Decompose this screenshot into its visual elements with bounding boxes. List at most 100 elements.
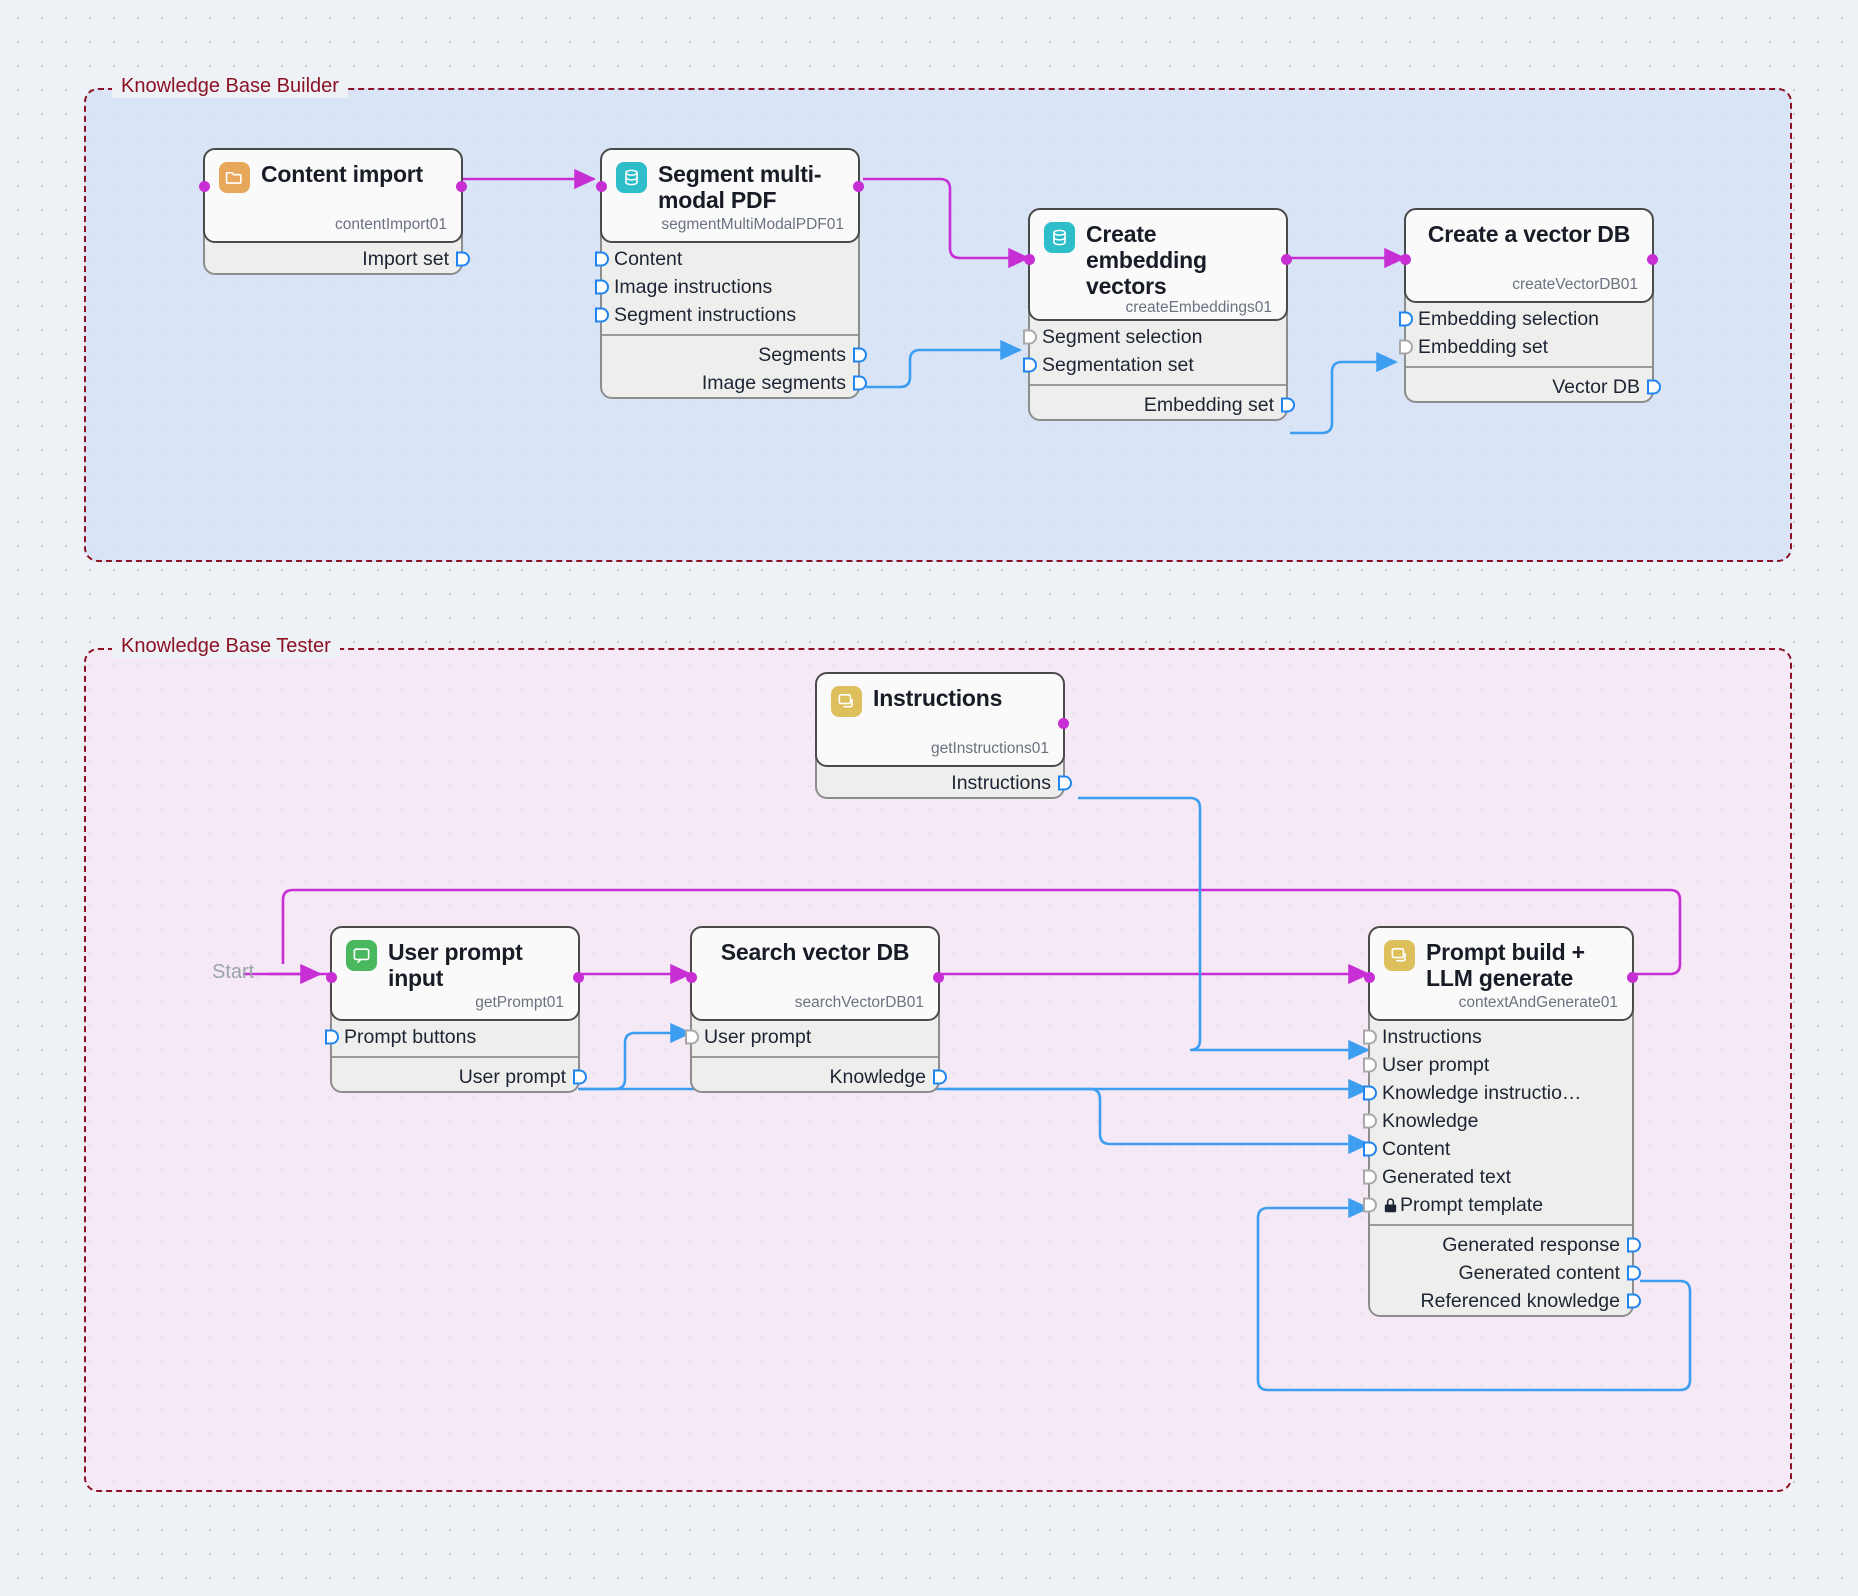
node-user-prompt-input[interactable]: User prompt input getPrompt01 Prompt but… bbox=[325, 926, 587, 1093]
node-create-embedding-vectors[interactable]: Create embedding vectors createEmbedding… bbox=[1023, 208, 1295, 421]
port-label: User prompt bbox=[704, 1025, 812, 1048]
flow-output-dot[interactable] bbox=[573, 972, 584, 983]
port-in-segment-selection[interactable]: Segment selection bbox=[1023, 323, 1286, 351]
node-header[interactable]: Create a vector DB createVectorDB01 bbox=[1400, 208, 1658, 303]
port-pin-icon[interactable] bbox=[569, 1067, 589, 1087]
port-label: Knowledge bbox=[829, 1065, 927, 1088]
node-header[interactable]: Prompt build + LLM generate contextAndGe… bbox=[1364, 926, 1638, 1021]
port-pin-icon[interactable] bbox=[321, 1027, 341, 1047]
port-pin-icon[interactable] bbox=[1623, 1291, 1643, 1311]
port-pin-icon[interactable] bbox=[1623, 1235, 1643, 1255]
port-pin-icon[interactable] bbox=[1277, 395, 1297, 415]
port-pin-icon[interactable] bbox=[452, 249, 472, 269]
port-in-user-prompt[interactable]: User prompt bbox=[685, 1023, 938, 1051]
port-in-prompt-buttons[interactable]: Prompt buttons bbox=[325, 1023, 578, 1051]
port-pin-icon[interactable] bbox=[1395, 309, 1415, 329]
port-in-prompt-template[interactable]: Prompt template bbox=[1363, 1191, 1632, 1219]
port-label: Knowledge instructio… bbox=[1382, 1081, 1582, 1104]
node-header[interactable]: Search vector DB searchVectorDB01 bbox=[686, 926, 944, 1021]
flow-output-dot[interactable] bbox=[933, 972, 944, 983]
port-in-generated-text[interactable]: Generated text bbox=[1363, 1163, 1632, 1191]
port-in-content[interactable]: Content bbox=[1363, 1135, 1632, 1163]
port-pin-icon[interactable] bbox=[1019, 355, 1039, 375]
node-ports: User prompt Knowledge bbox=[685, 1009, 947, 1093]
port-out-import-set[interactable]: Import set bbox=[205, 245, 470, 273]
node-header[interactable]: Create embedding vectors createEmbedding… bbox=[1024, 208, 1292, 321]
node-id: contextAndGenerate01 bbox=[1458, 993, 1618, 1011]
port-in-embedding-selection[interactable]: Embedding selection bbox=[1399, 305, 1652, 333]
node-header[interactable]: User prompt input getPrompt01 bbox=[326, 926, 584, 1021]
node-prompt-build-llm-generate[interactable]: Prompt build + LLM generate contextAndGe… bbox=[1363, 926, 1641, 1317]
flow-output-dot[interactable] bbox=[853, 181, 864, 192]
port-pin-icon[interactable] bbox=[849, 345, 869, 365]
port-label: Segments bbox=[758, 343, 846, 366]
port-label: Content bbox=[614, 247, 683, 270]
port-out-knowledge[interactable]: Knowledge bbox=[692, 1063, 947, 1091]
node-id: segmentMultiModalPDF01 bbox=[661, 215, 844, 233]
chat-icon bbox=[831, 686, 862, 717]
port-out-embedding-set[interactable]: Embedding set bbox=[1030, 391, 1295, 419]
port-pin-icon[interactable] bbox=[849, 373, 869, 393]
port-out-instructions[interactable]: Instructions bbox=[817, 769, 1072, 797]
port-pin-icon[interactable] bbox=[929, 1067, 949, 1087]
port-pin-icon[interactable] bbox=[591, 305, 611, 325]
flow-output-dot[interactable] bbox=[1058, 718, 1069, 729]
port-pin-icon[interactable] bbox=[1359, 1083, 1379, 1103]
port-pin-icon[interactable] bbox=[1395, 337, 1415, 357]
port-pin-icon[interactable] bbox=[1359, 1111, 1379, 1131]
port-pin-icon[interactable] bbox=[1054, 773, 1074, 793]
port-pin-icon[interactable] bbox=[1359, 1027, 1379, 1047]
port-pin-icon[interactable] bbox=[591, 277, 611, 297]
port-pin-icon[interactable] bbox=[1643, 377, 1663, 397]
flow-output-dot[interactable] bbox=[1281, 254, 1292, 265]
flow-input-dot[interactable] bbox=[686, 972, 697, 983]
port-pin-icon[interactable] bbox=[1623, 1263, 1643, 1283]
port-divider bbox=[1030, 384, 1286, 386]
port-in-segment-instructions[interactable]: Segment instructions bbox=[595, 301, 858, 329]
port-pin-icon[interactable] bbox=[1359, 1195, 1379, 1215]
port-in-image-instructions[interactable]: Image instructions bbox=[595, 273, 858, 301]
port-out-user-prompt[interactable]: User prompt bbox=[332, 1063, 587, 1091]
port-in-instructions[interactable]: Instructions bbox=[1363, 1023, 1632, 1051]
port-in-embedding-set[interactable]: Embedding set bbox=[1399, 333, 1652, 361]
flow-input-dot[interactable] bbox=[596, 181, 607, 192]
node-create-vector-db[interactable]: Create a vector DB createVectorDB01 Embe… bbox=[1399, 208, 1661, 403]
port-in-user-prompt[interactable]: User prompt bbox=[1363, 1051, 1632, 1079]
flow-input-dot[interactable] bbox=[1400, 254, 1411, 265]
flow-output-dot[interactable] bbox=[456, 181, 467, 192]
port-label: Knowledge bbox=[1382, 1109, 1479, 1132]
port-label: Vector DB bbox=[1552, 375, 1640, 398]
node-header[interactable]: Instructions getInstructions01 bbox=[815, 672, 1069, 767]
port-pin-icon[interactable] bbox=[1359, 1167, 1379, 1187]
node-segment-multimodal-pdf[interactable]: Segment multi- modal PDF segmentMultiMod… bbox=[595, 148, 867, 399]
port-pin-icon[interactable] bbox=[1359, 1055, 1379, 1075]
node-header[interactable]: Segment multi- modal PDF segmentMultiMod… bbox=[596, 148, 864, 243]
port-out-vector-db[interactable]: Vector DB bbox=[1406, 373, 1661, 401]
flow-input-dot[interactable] bbox=[199, 181, 210, 192]
port-out-generated-response[interactable]: Generated response bbox=[1370, 1231, 1641, 1259]
flow-output-dot[interactable] bbox=[1627, 972, 1638, 983]
flow-input-dot[interactable] bbox=[1364, 972, 1375, 983]
port-pin-icon[interactable] bbox=[591, 249, 611, 269]
node-title: Create a vector DB bbox=[1427, 221, 1631, 247]
node-content-import[interactable]: Content import contentImport01 Import se… bbox=[199, 148, 470, 275]
flow-output-dot[interactable] bbox=[1647, 254, 1658, 265]
flow-input-dot[interactable] bbox=[326, 972, 337, 983]
port-in-segmentation-set[interactable]: Segmentation set bbox=[1023, 351, 1286, 379]
port-pin-icon[interactable] bbox=[1359, 1139, 1379, 1159]
port-out-image-segments[interactable]: Image segments bbox=[602, 369, 867, 397]
node-header[interactable]: Content import contentImport01 bbox=[199, 148, 467, 243]
node-instructions[interactable]: Instructions getInstructions01 Instructi… bbox=[815, 672, 1072, 799]
port-pin-icon[interactable] bbox=[1019, 327, 1039, 347]
port-out-generated-content[interactable]: Generated content bbox=[1370, 1259, 1641, 1287]
folder-icon bbox=[219, 162, 250, 193]
flow-input-dot[interactable] bbox=[1024, 254, 1035, 265]
port-out-referenced-knowledge[interactable]: Referenced knowledge bbox=[1370, 1287, 1641, 1315]
port-in-knowledge[interactable]: Knowledge bbox=[1363, 1107, 1632, 1135]
node-search-vector-db[interactable]: Search vector DB searchVectorDB01 User p… bbox=[685, 926, 947, 1093]
port-pin-icon[interactable] bbox=[681, 1027, 701, 1047]
port-out-segments[interactable]: Segments bbox=[602, 341, 867, 369]
port-in-content[interactable]: Content bbox=[595, 245, 858, 273]
port-in-knowledge-instructions[interactable]: Knowledge instructio… bbox=[1363, 1079, 1632, 1107]
